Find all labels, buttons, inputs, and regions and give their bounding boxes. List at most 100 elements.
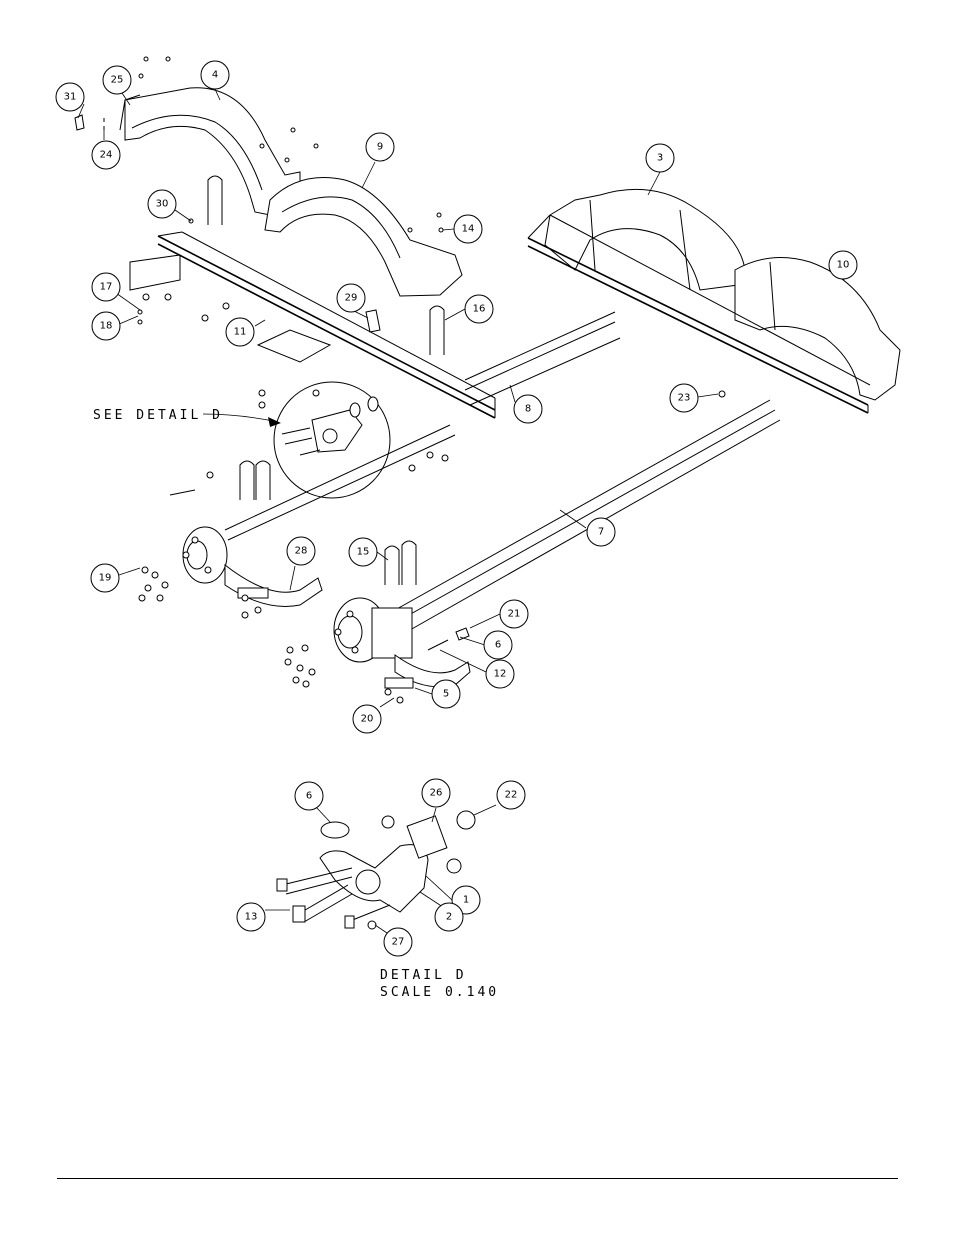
callout-circle: [669, 383, 699, 413]
callout-number: 18: [100, 321, 113, 332]
callout-circle: [294, 781, 324, 811]
leaf-spring-28: [224, 563, 323, 607]
callout-circle: [336, 283, 366, 313]
callout-number: 31: [64, 92, 77, 103]
callout-number: 12: [494, 669, 507, 680]
fender-3: [544, 188, 746, 291]
see-detail-arrow: [202, 413, 281, 427]
callout-number: 10: [837, 260, 850, 271]
callout-circle: [453, 214, 483, 244]
detail-d-callout-circle: [273, 381, 391, 499]
callout-circle: [200, 60, 230, 90]
callout-balloon: 5: [431, 679, 461, 709]
callout-number: 23: [678, 393, 691, 404]
callout-balloon: 6: [294, 781, 324, 811]
callout-circle: [483, 630, 513, 660]
callout-number: 14: [462, 224, 475, 235]
callout-number: 15: [357, 547, 370, 558]
callout-circle: [499, 599, 529, 629]
callout-balloon: 13: [236, 902, 266, 932]
callout-circle: [485, 659, 515, 689]
callout-number: 1: [463, 895, 469, 906]
callout-balloon: 10: [828, 250, 858, 280]
detail-title: DETAIL D: [380, 968, 467, 983]
fender-10: [734, 257, 901, 401]
callout-number: 8: [525, 404, 531, 415]
callout-number: 22: [505, 790, 518, 801]
callout-number: 9: [377, 142, 383, 153]
callout-circle: [434, 902, 464, 932]
callout-balloon: 6: [483, 630, 513, 660]
callout-circle: [383, 927, 413, 957]
callout-number: 20: [361, 714, 374, 725]
callout-circle: [102, 65, 132, 95]
callout-balloon: 21: [499, 599, 529, 629]
callout-number: 29: [345, 293, 358, 304]
callout-number: 5: [443, 689, 449, 700]
callout-balloon: 4: [200, 60, 230, 90]
callout-number: 6: [306, 791, 312, 802]
callout-number: 11: [234, 327, 247, 338]
detail-d: [276, 810, 476, 930]
axle-left: [224, 424, 456, 541]
callout-number: 3: [657, 153, 663, 164]
callout-circle: [421, 778, 451, 808]
callout-balloon: 14: [453, 214, 483, 244]
callout-circle: [55, 82, 85, 112]
callout-circle: [496, 780, 526, 810]
callout-balloon: 26: [421, 778, 451, 808]
callout-number: 19: [99, 573, 112, 584]
hub-left: [182, 526, 228, 584]
footer-rule: [57, 1178, 898, 1179]
callout-balloon: 8: [513, 394, 543, 424]
frame-rail-right: [527, 214, 871, 414]
callout-balloon: 20: [352, 704, 382, 734]
callout-balloon: 19: [90, 563, 120, 593]
callout-balloon: 17: [91, 272, 121, 302]
callout-number: 26: [430, 788, 443, 799]
callout-number: 2: [446, 912, 452, 923]
callout-number: 7: [598, 527, 604, 538]
hub-right: [333, 597, 413, 663]
callout-number: 16: [473, 304, 486, 315]
callout-balloon: 18: [91, 311, 121, 341]
callout-balloon: 30: [147, 189, 177, 219]
callout-circle: [645, 143, 675, 173]
plate-29: [365, 309, 381, 333]
callout-circle: [286, 536, 316, 566]
callout-circle: [348, 537, 378, 567]
callout-balloon: 3: [645, 143, 675, 173]
callout-circle: [236, 902, 266, 932]
loose-hardware: [137, 293, 726, 704]
callout-balloon: 29: [336, 283, 366, 313]
frame-rail-11: [129, 231, 496, 419]
callout-circle: [91, 311, 121, 341]
callout-circle: [365, 132, 395, 162]
fender-4: [119, 87, 301, 216]
callout-balloon: 2: [434, 902, 464, 932]
callout-number: 30: [156, 199, 169, 210]
callout-circle: [431, 679, 461, 709]
fender-9: [264, 177, 463, 297]
leaf-spring-5: [384, 654, 471, 689]
callout-balloon: 31: [55, 82, 85, 112]
cross-member-7: [394, 399, 781, 631]
callout-balloon: 25: [102, 65, 132, 95]
callout-number: 28: [295, 546, 308, 557]
callout-balloon: 28: [286, 536, 316, 566]
callout-circle: [828, 250, 858, 280]
callout-balloon: 7: [586, 517, 616, 547]
callout-balloon: 9: [365, 132, 395, 162]
callout-number: 4: [212, 70, 218, 81]
callout-balloon: 12: [485, 659, 515, 689]
callout-number: 17: [100, 282, 113, 293]
callout-number: 21: [508, 609, 521, 620]
callout-circle: [147, 189, 177, 219]
callout-balloon: 23: [669, 383, 699, 413]
u-bolts: [207, 175, 445, 585]
callout-balloon: 24: [91, 140, 121, 170]
detail-scale: SCALE 0.140: [380, 985, 499, 1000]
callout-number: 25: [111, 75, 124, 86]
leader-lines: [77, 88, 845, 936]
